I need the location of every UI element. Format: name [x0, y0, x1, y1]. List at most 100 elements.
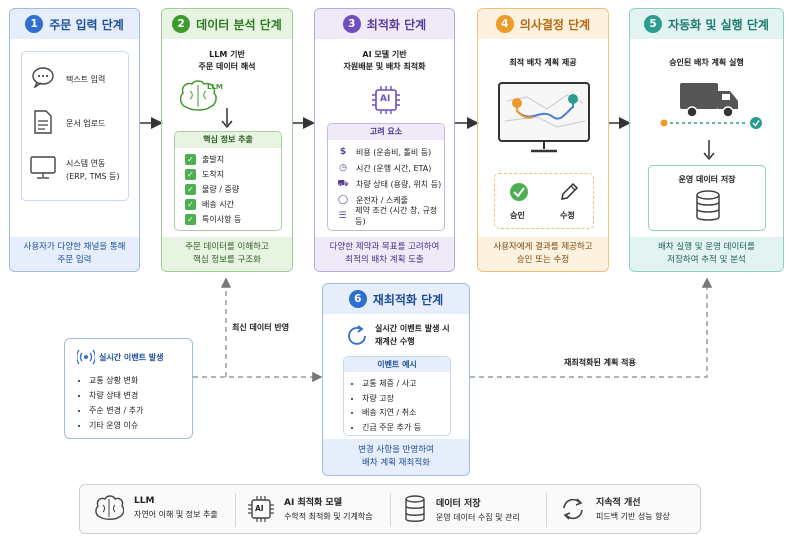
stage1-channels-box: 텍스트 입력 문서 업로드 시스템 연동 (ERP, TMS 등): [21, 51, 129, 201]
stage-data-analysis: 2 데이터 분석 단계 LLM 기반 주문 데이터 해석 LLM 핵심 정보 추…: [161, 8, 293, 272]
stage6-number: 6: [348, 290, 367, 308]
stage6-events-title: 이벤트 예시: [344, 357, 450, 372]
stage5-footer-line2: 저장하여 추적 및 분석: [667, 255, 746, 265]
stage2-check-list: ✓출발지 ✓도착지 ✓물량 / 중량 ✓배송 시간 ✓특이사항 등: [185, 154, 241, 229]
factor-item: ◯운전자 / 스케줄: [337, 195, 408, 205]
stage6-footer-line2: 배차 계획 재최적화: [362, 458, 430, 468]
stage3-number: 3: [342, 15, 361, 33]
legend-item-ai: AI AI 최적화 모델 수학적 최적화 및 기계학습: [248, 495, 373, 522]
stage6-events-box: 이벤트 예시 교통 체증 / 사고 차량 고장 배송 지연 / 취소 긴급 주문…: [343, 356, 451, 436]
route-progress-icon: [660, 117, 762, 129]
stage2-title: 데이터 분석 단계: [196, 17, 282, 32]
stage2-subtitle-line1: LLM 기반: [209, 50, 245, 59]
approve-icon: [510, 183, 528, 201]
check-icon: ✓: [185, 199, 196, 210]
legend-improve-title: 지속적 개선: [596, 498, 641, 508]
event-item: 교통 체증 / 사고: [362, 377, 421, 392]
stage1-footer-line2: 주문 입력: [57, 255, 92, 265]
edit-label: 수정: [560, 211, 575, 220]
legend-divider: [546, 493, 547, 527]
stage6-event-list: 교통 체증 / 사고 차량 고장 배송 지연 / 취소 긴급 주문 추가 등: [362, 377, 421, 435]
stage5-number: 5: [644, 15, 663, 33]
brain-icon: [179, 80, 217, 111]
stage2-subtitle: LLM 기반 주문 데이터 해석: [162, 49, 292, 73]
stage-optimization: 3 최적화 단계 AI 모델 기반 자원배분 및 배차 최적화 AI 고려 요소…: [314, 8, 455, 272]
stage2-down-arrow: [221, 108, 233, 129]
constraint-icon: ☰: [338, 211, 347, 221]
stage4-subtitle: 최적 배차 계획 제공: [509, 58, 577, 67]
stage3-header: 3 최적화 단계: [315, 9, 454, 39]
legend-llm-title: LLM: [134, 496, 155, 506]
realtime-item: 교통 상황 변화: [89, 373, 143, 388]
ai-chip-icon: [372, 86, 400, 114]
stage3-factor-list: $비용 (운송비, 톨비 등) ◷시간 (운행 시간, ETA) ⛟차량 상태 …: [336, 144, 444, 226]
stage5-footer-line1: 배차 실행 및 운영 데이터를: [658, 242, 755, 252]
legend-item-improve: 지속적 개선 피드백 기반 성능 향상: [560, 495, 670, 522]
realtime-item: 기타 운영 이슈: [89, 418, 143, 433]
channel-system-sub: (ERP, TMS 등): [66, 172, 120, 181]
arrow-6-to-5: [470, 277, 713, 378]
stage2-brain-label: LLM: [207, 83, 223, 91]
stage-decision: 4 의사결정 단계 최적 배차 계획 제공 승인 수정 사용자에게 결과를 제공…: [477, 8, 609, 272]
stage3-subtitle-line2: 자원배분 및 배차 최적화: [343, 62, 426, 71]
stage4-footer-line2: 승인 또는 수정: [516, 255, 570, 265]
legend-improve-desc: 피드백 기반 성능 향상: [596, 512, 670, 521]
factor-item: ◷시간 (운행 시간, ETA): [336, 160, 444, 176]
stage5-subtitle: 승인된 배차 계획 실행: [669, 58, 744, 67]
stage3-subtitle: AI 모델 기반 자원배분 및 배차 최적화: [315, 49, 454, 73]
stage6-subtitle-line1: 실시간 이벤트 발생 시: [375, 324, 450, 333]
check-item: ✓출발지: [185, 154, 241, 169]
truck-icon: [680, 83, 738, 118]
stage3-factors-title: 고려 요소: [328, 124, 444, 140]
signal-icon: [77, 349, 95, 365]
factor-item: $비용 (운송비, 톨비 등): [336, 144, 444, 160]
stage2-header: 2 데이터 분석 단계: [162, 9, 292, 39]
realtime-item: 주순 변경 / 추가: [89, 403, 143, 418]
stage6-subtitle-line2: 재계산 수행: [375, 337, 415, 346]
map-monitor-icon: [498, 82, 590, 153]
stage5-db-label: 운영 데이터 저장: [678, 175, 736, 184]
stage2-footer-line1: 주문 데이터를 이해하고: [185, 242, 269, 252]
clock-icon: ◷: [339, 163, 347, 173]
legend-bar: LLM 자연어 이해 및 정보 추출 AI AI 최적화 모델 수학적 최적화 …: [79, 484, 701, 534]
factor-item: ⛟차량 상태 (용량, 위치 등): [337, 178, 442, 189]
check-icon: ✓: [185, 214, 196, 225]
stage3-footer-line2: 최적의 배차 계획 도출: [345, 255, 424, 265]
stage3-chip-label: AI: [380, 94, 391, 104]
realtime-item: 차량 상태 변경: [89, 388, 143, 403]
stage5-db-box: 운영 데이터 저장: [648, 165, 766, 231]
cost-icon: $: [339, 147, 347, 157]
stage5-down-arrow: [703, 140, 715, 161]
check-item: ✓배송 시간: [185, 199, 241, 214]
chat-icon: [32, 67, 54, 88]
brain-icon: [95, 495, 124, 520]
channel-system-label: 시스템 연동: [66, 159, 106, 168]
database-icon: [696, 190, 720, 221]
check-item: ✓특이사항 등: [185, 214, 241, 229]
approve-label: 승인: [510, 211, 525, 220]
event-item: 배송 지연 / 취소: [362, 406, 421, 421]
stage6-subtitle: 실시간 이벤트 발생 시 재계산 수행: [375, 322, 450, 348]
legend-data-desc: 운영 데이터 수집 및 관리: [436, 512, 520, 522]
database-icon: [405, 495, 425, 522]
legend-item-llm: LLM 자연어 이해 및 정보 추출: [94, 495, 218, 521]
cycle-icon: [563, 497, 583, 520]
stage2-extract-box: 핵심 정보 추출 ✓출발지 ✓도착지 ✓물량 / 중량 ✓배송 시간 ✓특이사항…: [174, 131, 282, 231]
legend-item-data: 데이터 저장 운영 데이터 수집 및 관리: [404, 495, 520, 523]
stage5-header: 5 자동화 및 실행 단계: [630, 9, 783, 39]
channel-doc-label: 문서 업로드: [66, 119, 106, 128]
factor-item: ☰제약 조건 (시간 창, 규정 등): [336, 206, 444, 226]
check-item: ✓물량 / 중량: [185, 184, 241, 199]
legend-ai-title: AI 최적화 모델: [284, 498, 342, 508]
stage-order-input: 1 주문 입력 단계 텍스트 입력 문서 업로드 시스템 연동 (ERP, TM…: [9, 8, 140, 272]
stage4-action-box: 승인 수정: [494, 173, 594, 229]
document-icon: [34, 110, 52, 134]
legend-llm-desc: 자연어 이해 및 정보 추출: [134, 510, 218, 519]
check-item: ✓도착지: [185, 169, 241, 184]
